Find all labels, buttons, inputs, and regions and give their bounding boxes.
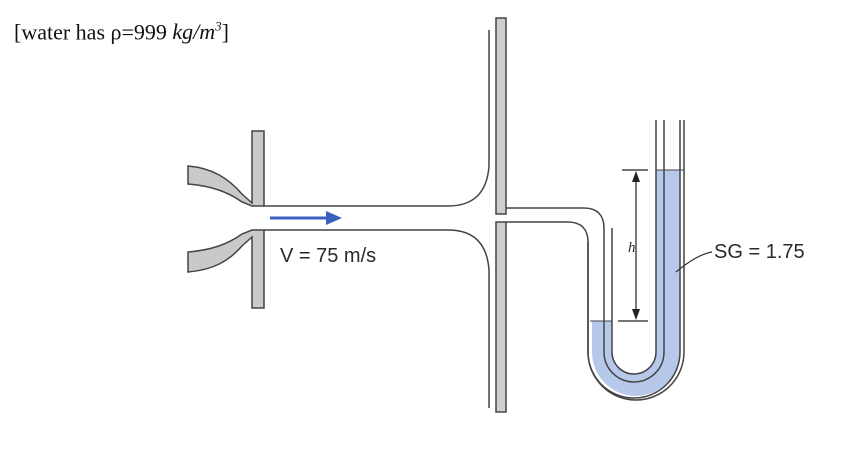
h-arrow-down <box>632 309 640 320</box>
jet-lower-streamline <box>264 229 490 408</box>
problem-caption: [water has ρ=999 kg/m3] <box>14 20 229 43</box>
specific-gravity-label: SG = 1.75 <box>714 241 805 263</box>
h-arrow-up <box>632 171 640 182</box>
plate-lower <box>495 221 507 413</box>
jet-upper-streamline <box>264 30 490 207</box>
tube-left-inner <box>611 120 657 375</box>
height-label: h <box>628 240 636 256</box>
tube-outer-wall <box>506 120 665 383</box>
caption-unit-exponent: 3 <box>215 19 222 34</box>
caption-unit: kg/m3 <box>172 19 221 44</box>
velocity-label: V = 75 m/s <box>280 245 376 267</box>
caption-prefix: [water has ρ=999 <box>14 19 173 45</box>
tube-inner-wall <box>506 120 681 399</box>
sg-leader-line <box>675 251 713 273</box>
manometer-fluid <box>592 170 680 396</box>
tube-outer-left <box>587 120 685 401</box>
caption-unit-base: kg/m <box>172 19 216 45</box>
plate-upper <box>495 17 507 215</box>
flow-arrow-head <box>326 211 342 225</box>
caption-suffix: ] <box>221 19 229 45</box>
nozzle-upper <box>187 130 265 207</box>
nozzle-lower <box>187 229 265 309</box>
